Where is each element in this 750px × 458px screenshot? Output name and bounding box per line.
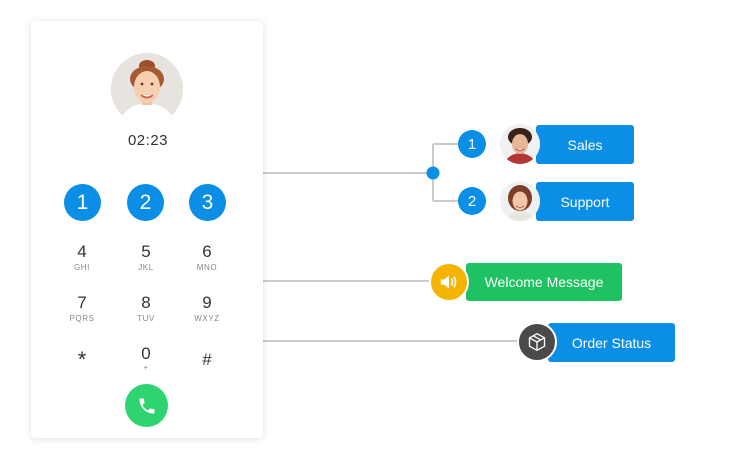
support-agent-avatar xyxy=(500,181,540,221)
key-letters: GHI xyxy=(73,263,91,272)
call-button[interactable] xyxy=(125,384,168,427)
keypad-option-1-button[interactable]: 1 xyxy=(64,184,101,221)
keypad-option-2-button[interactable]: 2 xyxy=(127,184,164,221)
key-letters: WXYZ xyxy=(194,314,220,323)
speaker-icon xyxy=(429,262,469,302)
key-digit: 6 xyxy=(202,242,212,261)
key-letters: MNO xyxy=(196,263,218,272)
key-hash[interactable]: # xyxy=(182,351,232,369)
keypad-option-3-button[interactable]: 3 xyxy=(189,184,226,221)
route-number-sales: 1 xyxy=(458,130,486,158)
key-digit: 4 xyxy=(77,242,87,261)
key-star[interactable]: * xyxy=(57,347,107,372)
key-digit: # xyxy=(202,350,212,369)
order-status-tag[interactable]: Order Status xyxy=(548,323,675,362)
key-7[interactable]: 7 PQRS xyxy=(57,293,107,324)
key-digit: 8 xyxy=(141,293,151,312)
junction-dot xyxy=(426,166,440,180)
key-letters: TUV xyxy=(137,314,155,323)
key-9[interactable]: 9 WXYZ xyxy=(182,293,232,324)
sales-agent-avatar xyxy=(500,124,540,164)
key-6[interactable]: 6 MNO xyxy=(182,242,232,273)
welcome-message-tag[interactable]: Welcome Message xyxy=(466,263,622,301)
key-8[interactable]: 8 TUV xyxy=(121,293,171,324)
key-0[interactable]: 0 + xyxy=(121,344,171,373)
key-digit: 9 xyxy=(202,293,212,312)
sales-tag[interactable]: Sales xyxy=(536,125,634,164)
call-timer: 02:23 xyxy=(127,132,169,149)
key-4[interactable]: 4 GHI xyxy=(57,242,107,273)
key-letters: PQRS xyxy=(69,314,95,323)
route-number-support: 2 xyxy=(458,187,486,215)
key-letters: + xyxy=(143,363,149,372)
phone-icon xyxy=(139,398,154,413)
key-letters: JKL xyxy=(138,263,154,272)
package-box-icon xyxy=(517,322,557,362)
key-digit: 7 xyxy=(77,293,87,312)
support-tag[interactable]: Support xyxy=(536,182,634,221)
key-digit: * xyxy=(77,347,87,372)
key-digit: 0 xyxy=(141,344,151,363)
caller-avatar xyxy=(111,53,183,125)
key-digit: 5 xyxy=(141,242,151,261)
key-5[interactable]: 5 JKL xyxy=(121,242,171,273)
